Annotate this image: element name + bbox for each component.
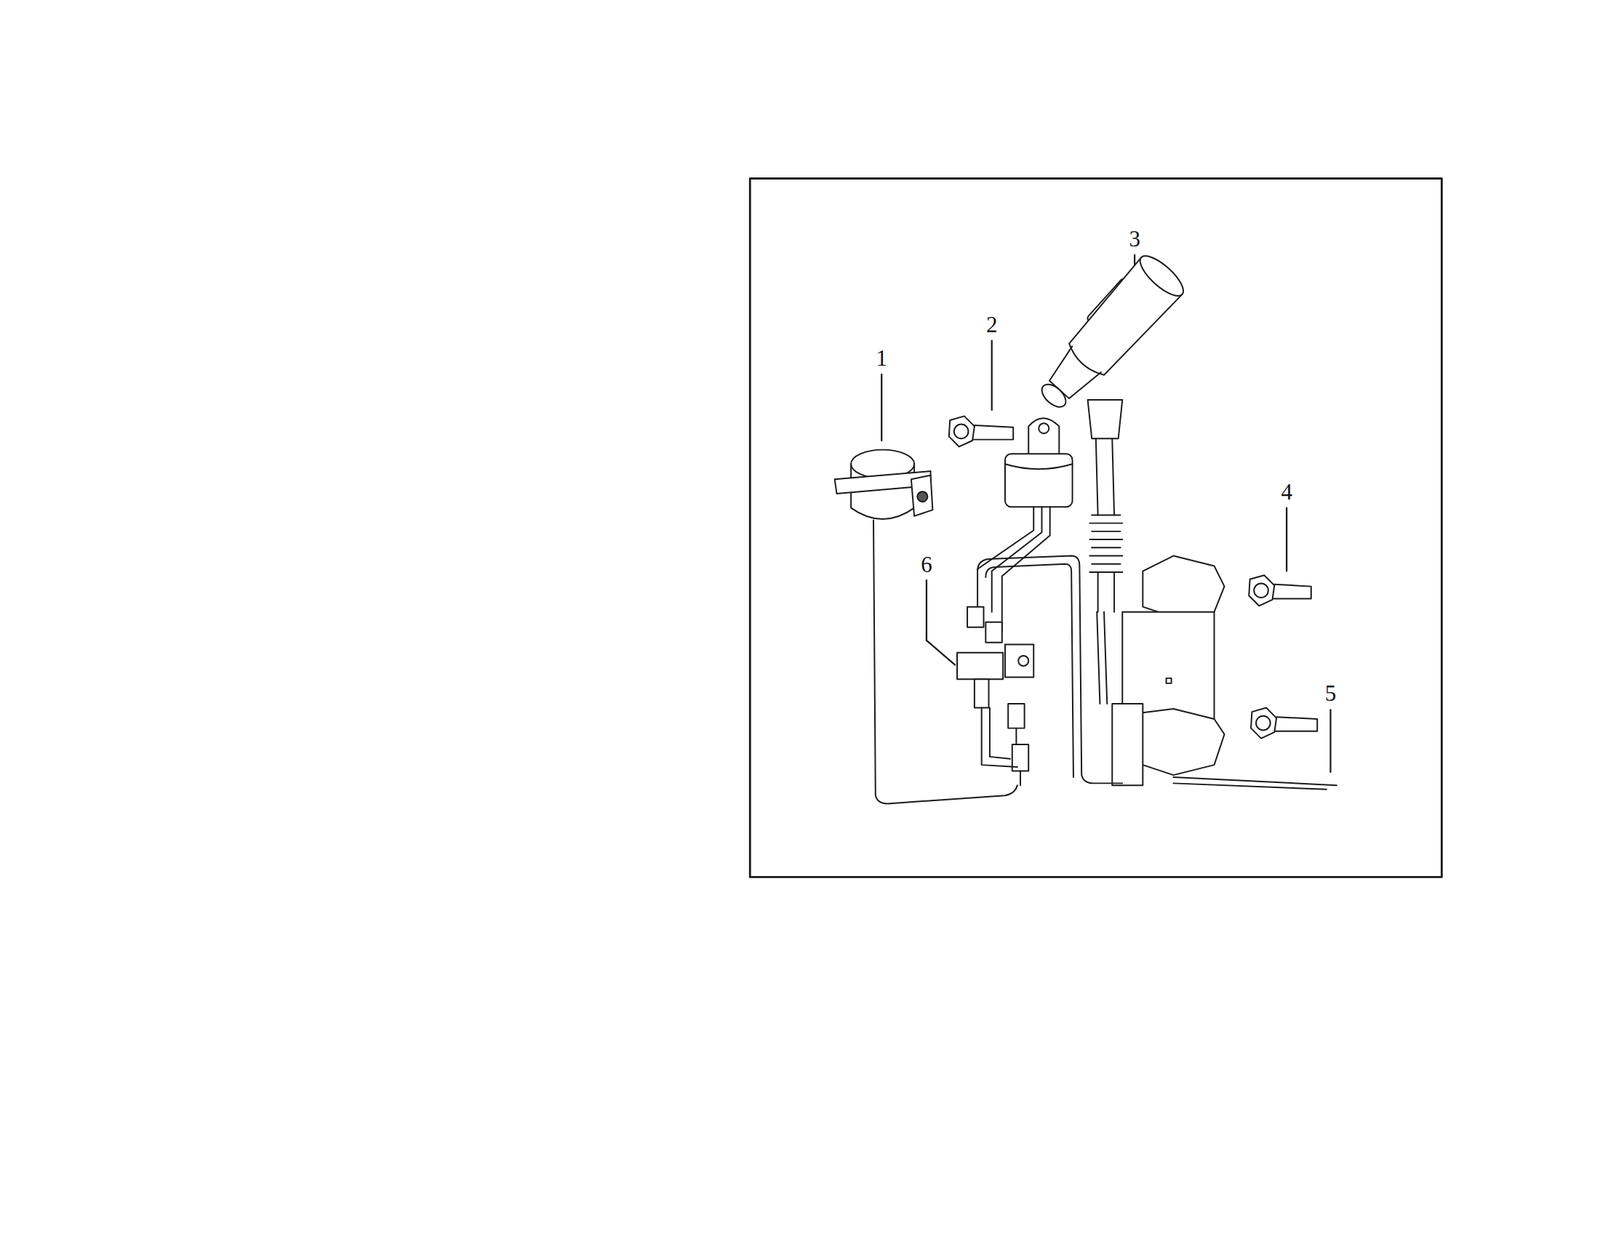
- bolt: [1250, 708, 1318, 739]
- bolt: [1248, 575, 1312, 606]
- connector-assembly: [957, 556, 1123, 787]
- ignition-coil: [1096, 556, 1337, 790]
- leader-lines: [881, 255, 1331, 773]
- ignition-module: [977, 418, 1072, 633]
- callout-number: 1: [875, 346, 888, 370]
- ht-lead: [1088, 400, 1123, 613]
- switch-knob: [834, 450, 1018, 805]
- callout-number: 3: [1128, 227, 1141, 251]
- bolt: [949, 416, 1014, 447]
- callout-number: 4: [1281, 480, 1294, 504]
- frame: [749, 178, 1442, 878]
- spark-plug-cap: [1027, 250, 1189, 421]
- callout-number: 6: [920, 552, 933, 576]
- callout-number: 5: [1325, 681, 1337, 704]
- callout-number: 2: [986, 313, 998, 336]
